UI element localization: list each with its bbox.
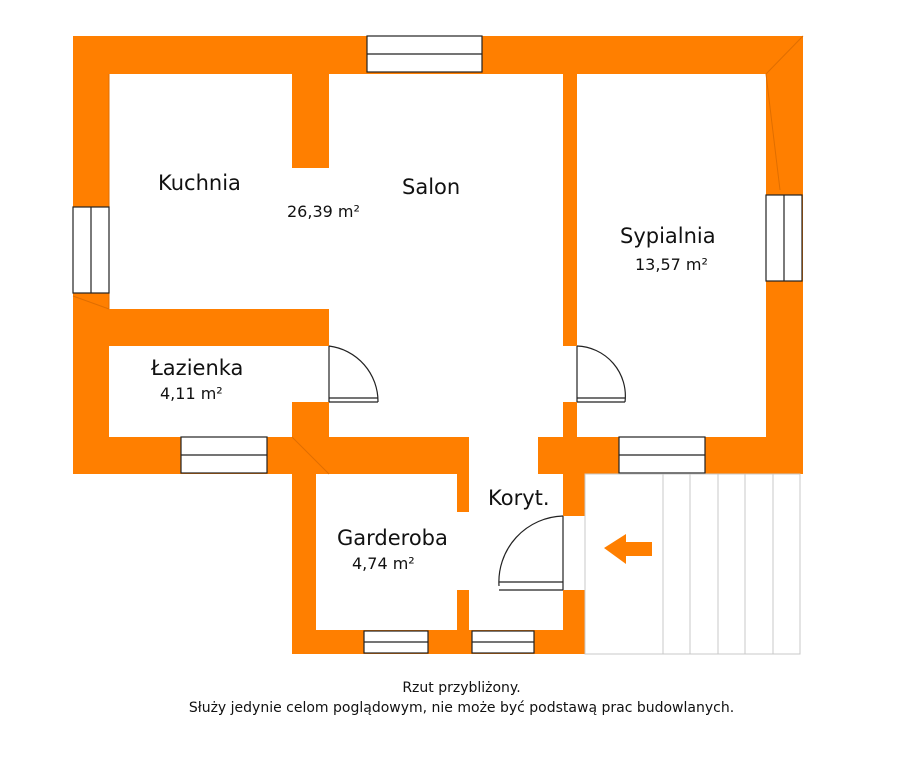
room-labels: Kuchnia Salon 26,39 m² Sypialnia 13,57 m… bbox=[150, 171, 716, 573]
door-bedroom bbox=[576, 345, 626, 403]
room-name-lazienka: Łazienka bbox=[150, 356, 243, 380]
window-bedroom-bottom bbox=[618, 436, 706, 474]
stairs bbox=[584, 473, 801, 655]
wall-corridor-right-lower bbox=[563, 590, 585, 630]
left-arrow-icon bbox=[604, 534, 652, 564]
door-bathroom bbox=[328, 345, 379, 403]
room-name-sypialnia: Sypialnia bbox=[620, 224, 716, 248]
wall-bathroom-top bbox=[73, 309, 329, 346]
window-bedroom bbox=[765, 194, 803, 282]
window-garderoba bbox=[363, 630, 429, 654]
walls bbox=[73, 36, 803, 654]
room-name-garderoba: Garderoba bbox=[337, 526, 448, 550]
room-name-salon: Salon bbox=[402, 175, 460, 199]
window-corridor bbox=[471, 630, 535, 654]
wall-garderoba-left bbox=[292, 474, 316, 654]
wall-garderoba-right-upper bbox=[457, 474, 469, 512]
room-name-kuchnia: Kuchnia bbox=[158, 171, 241, 195]
room-area-salon: 26,39 m² bbox=[287, 202, 360, 221]
doors bbox=[328, 345, 626, 591]
wall-bottom-left bbox=[73, 437, 469, 474]
disclaimer-line-1: Rzut przybliżony. bbox=[402, 680, 521, 696]
wall-bathroom-right-lower bbox=[292, 402, 329, 439]
room-name-korytarz: Koryt. bbox=[488, 486, 550, 510]
disclaimer-line-2: Służy jedynie celom poglądowym, nie może… bbox=[188, 700, 735, 716]
window-bathroom bbox=[180, 436, 268, 474]
window-top bbox=[366, 35, 483, 73]
window-kitchen bbox=[72, 206, 110, 294]
wall-bedroom-upper bbox=[563, 72, 577, 346]
room-area-lazienka: 4,11 m² bbox=[160, 384, 223, 403]
room-area-garderoba: 4,74 m² bbox=[352, 554, 415, 573]
wall-corridor-right-upper bbox=[563, 474, 585, 516]
wall-kitchen-stub bbox=[292, 36, 329, 168]
wall-garderoba-right-lower bbox=[457, 590, 469, 630]
wall-bedroom-lower bbox=[563, 402, 577, 439]
door-entrance bbox=[498, 515, 564, 591]
room-area-sypialnia: 13,57 m² bbox=[635, 255, 708, 274]
windows bbox=[72, 35, 803, 654]
wall-garderoba-bottom bbox=[292, 630, 585, 654]
